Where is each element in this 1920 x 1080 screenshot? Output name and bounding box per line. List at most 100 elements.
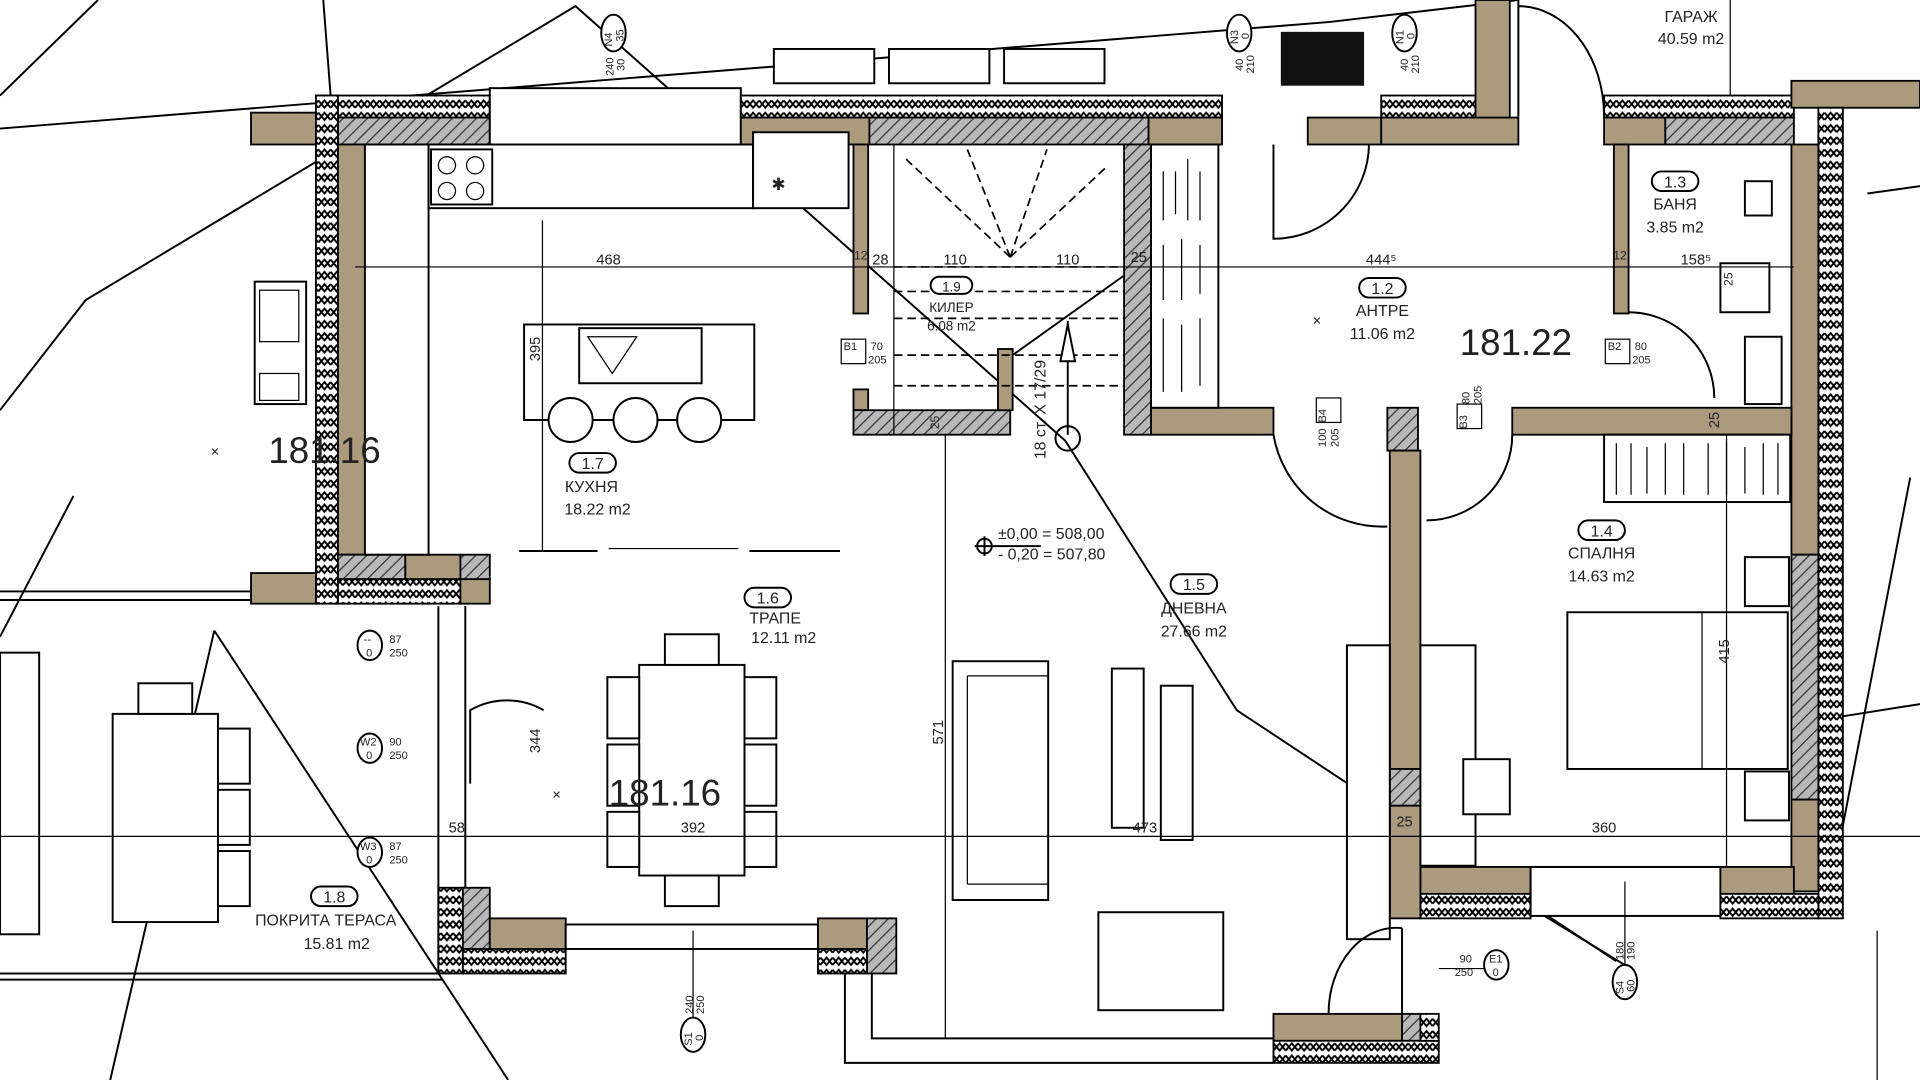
spot-height-2: 181.16: [609, 773, 721, 814]
svg-text:40: 40: [1234, 59, 1246, 71]
svg-text:B4: B4: [1317, 409, 1329, 422]
dim-top-8: 158⁵: [1681, 252, 1712, 268]
svg-text:ПОКРИТА ТЕРАСА: ПОКРИТА ТЕРАСА: [255, 913, 397, 930]
svg-text:W3: W3: [360, 841, 377, 853]
room-bath: 1.3 БАНЯ 3.85 m2: [1646, 170, 1704, 237]
wardrobe-hall: [1150, 143, 1220, 409]
svg-text:--: --: [364, 634, 372, 646]
svg-text:210: 210: [1245, 55, 1257, 73]
tag-B2: B2 80 205: [1604, 338, 1651, 367]
svg-text:180: 180: [1615, 942, 1627, 960]
spot-height-3: 181.22: [1460, 322, 1572, 363]
svg-text:205: 205: [1473, 386, 1485, 404]
svg-text:250: 250: [1455, 967, 1473, 979]
room-terrace: 1.8 ПОКРИТА ТЕРАСА 15.81 m2: [255, 885, 397, 953]
dim-top-5: 25: [1131, 250, 1147, 266]
dim-bottom-3: 25: [1396, 815, 1412, 831]
svg-text:250: 250: [389, 854, 407, 866]
svg-text:210: 210: [1410, 55, 1422, 73]
dim-vert-1: 571: [931, 720, 947, 745]
room-living: 1.5 ДНЕВНА 27.66 m2: [1161, 573, 1227, 641]
svg-text:ТРАПЕ: ТРАПЕ: [749, 610, 801, 627]
svg-text:14.63 m2: 14.63 m2: [1568, 569, 1634, 586]
dim-bottom-2: 473: [1133, 821, 1158, 837]
dimension-lines: [0, 220, 1920, 1039]
dim-vert-0: 395: [528, 337, 544, 362]
svg-text:1.6: 1.6: [757, 591, 779, 608]
dim-top-9: 25: [1722, 272, 1736, 286]
svg-text:1.5: 1.5: [1183, 577, 1205, 594]
svg-text:КУХНЯ: КУХНЯ: [565, 479, 618, 496]
kitchen-furniture: ✱: [253, 31, 1365, 556]
svg-text:87: 87: [389, 634, 401, 646]
svg-text:N1: N1: [1394, 30, 1406, 44]
dimension-labels: 468 12 28 110 110 25 444⁵ 12 158⁵ 25 58 …: [449, 249, 1736, 837]
svg-text:250: 250: [695, 995, 707, 1013]
dim-bottom-0: 58: [449, 821, 465, 837]
svg-text:11.06 m2: 11.06 m2: [1350, 326, 1415, 343]
svg-text:S1: S1: [683, 1032, 695, 1045]
room-bedroom: 1.4 СПАЛНЯ 14.63 m2: [1568, 519, 1635, 586]
dim-top-4: 110: [1056, 252, 1079, 268]
dim-bottom-4: 360: [1592, 821, 1617, 837]
svg-text:40.59 m2: 40.59 m2: [1658, 31, 1724, 48]
room-pantry: 1.9 КИЛЕР 6.08 m2: [927, 275, 976, 334]
svg-text:205: 205: [1632, 355, 1650, 367]
svg-text:90: 90: [1460, 953, 1472, 965]
svg-text:80: 80: [1635, 341, 1647, 353]
svg-text:0: 0: [1405, 33, 1417, 39]
room-dining: 1.6 ТРАПЕ 12.11 m2: [743, 586, 816, 647]
cross-mark: ×: [1313, 314, 1322, 330]
svg-text:250: 250: [389, 647, 407, 659]
svg-text:205: 205: [868, 355, 886, 367]
svg-text:27.66 m2: 27.66 m2: [1161, 624, 1227, 641]
staircase: 18 ст. X 17/29: [893, 144, 1125, 459]
svg-text:100: 100: [1317, 429, 1329, 447]
elevation-marker: ±0,00 = 508,00 - 0,20 = 507,80: [974, 526, 1106, 564]
svg-text:0: 0: [366, 854, 372, 866]
svg-text:60: 60: [1626, 980, 1638, 992]
svg-text:B2: B2: [1608, 341, 1621, 353]
svg-text:БАНЯ: БАНЯ: [1653, 196, 1697, 213]
svg-text:КИЛЕР: КИЛЕР: [929, 300, 973, 315]
svg-text:0: 0: [694, 1035, 706, 1041]
svg-text:70: 70: [871, 341, 883, 353]
living-furniture: [951, 644, 1477, 1012]
svg-text:0: 0: [366, 647, 372, 659]
svg-text:1.8: 1.8: [323, 889, 345, 906]
svg-text:B3: B3: [1458, 415, 1470, 428]
cross-mark: ×: [552, 788, 561, 804]
svg-text:1.2: 1.2: [1371, 281, 1393, 298]
stair-label: 18 ст. X 17/29: [1033, 360, 1050, 459]
svg-text:87: 87: [389, 841, 401, 853]
svg-text:B1: B1: [844, 341, 857, 353]
svg-text:S4: S4: [1615, 981, 1627, 994]
svg-text:N3: N3: [1229, 30, 1241, 44]
svg-text:40: 40: [1399, 59, 1411, 71]
svg-text:205: 205: [1329, 429, 1341, 447]
dim-vert-4: 25: [1707, 412, 1723, 428]
svg-text:СПАЛНЯ: СПАЛНЯ: [1568, 545, 1635, 562]
spot-height-1: 181.16: [268, 430, 380, 471]
svg-text:30: 30: [615, 59, 627, 71]
fridge-icon: ✱: [771, 174, 785, 194]
room-labels: 1.7 КУХНЯ 18.22 m2 1.6 ТРАПЕ 12.11 m2 1.…: [255, 9, 1724, 953]
doors: [464, 0, 1716, 1014]
wardrobe-bedroom: [1603, 433, 1792, 504]
dim-vert-5: 25: [928, 415, 942, 429]
svg-text:190: 190: [1626, 942, 1638, 960]
svg-text:1.4: 1.4: [1591, 523, 1613, 540]
svg-text:250: 250: [389, 750, 407, 762]
svg-text:12.11 m2: 12.11 m2: [751, 630, 816, 647]
